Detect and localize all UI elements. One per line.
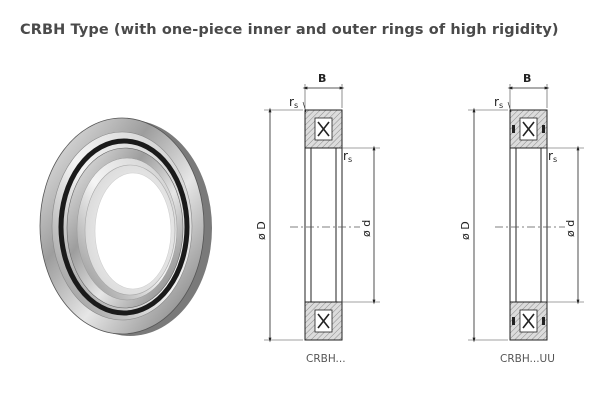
drawing-crbh-uu: B ø D ø d rs rs CRBH...UU bbox=[459, 72, 584, 365]
dim-id-label: ø d bbox=[360, 220, 373, 237]
caption-crbh-uu: CRBH...UU bbox=[500, 353, 555, 365]
dim-od-label: ø D bbox=[255, 221, 268, 240]
drawing-crbh: B ø D ø d rs rs CRBH... bbox=[255, 72, 380, 365]
page-title: CRBH Type (with one-piece inner and oute… bbox=[20, 22, 559, 38]
dim-id-label: ø d bbox=[564, 220, 577, 237]
roller-icon bbox=[522, 121, 535, 137]
dim-b-label: B bbox=[523, 72, 531, 85]
seal-ring bbox=[58, 138, 190, 316]
roller-icon bbox=[522, 313, 535, 329]
seal-icon bbox=[512, 125, 545, 133]
radius-label-top: rs bbox=[494, 95, 503, 110]
roller-icon bbox=[317, 313, 330, 329]
bearing-photo bbox=[39, 117, 212, 336]
radius-label-inner: rs bbox=[343, 149, 352, 164]
caption-crbh: CRBH... bbox=[306, 353, 346, 365]
seal-icon bbox=[512, 317, 545, 325]
radius-label-inner: rs bbox=[548, 149, 557, 164]
dim-od-label: ø D bbox=[459, 221, 472, 240]
dim-b-label: B bbox=[318, 72, 326, 85]
radius-label-top: rs bbox=[289, 95, 298, 110]
roller-icon bbox=[317, 121, 330, 137]
